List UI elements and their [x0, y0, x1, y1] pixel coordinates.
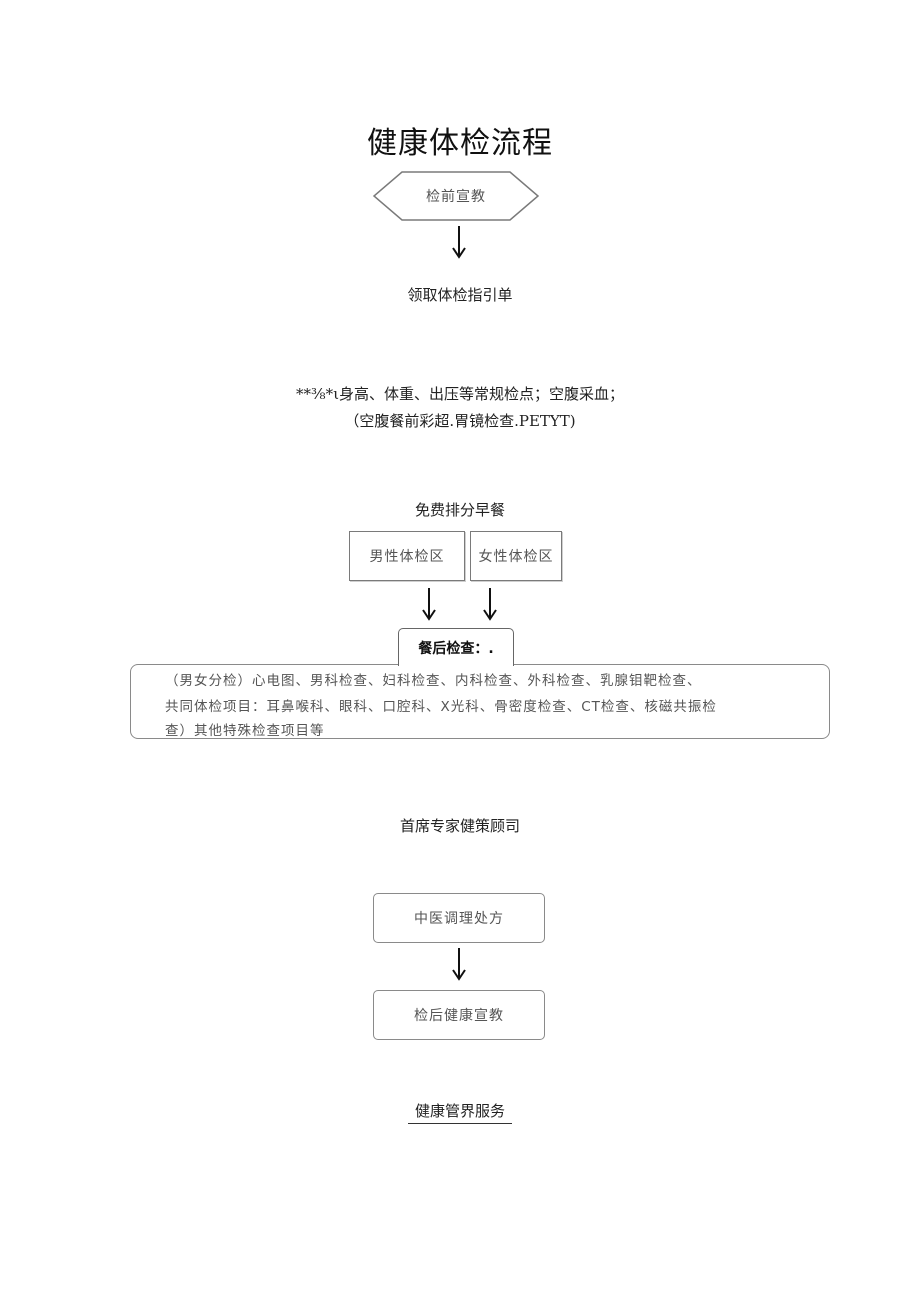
- page-title: 健康体检流程: [367, 126, 553, 161]
- arrow-down-icon: [452, 948, 466, 981]
- arrow-down-icon: [422, 588, 436, 621]
- arrow-down-icon: [483, 588, 497, 621]
- male-exam-area-box: 男性体检区: [349, 531, 465, 581]
- arrow-down-icon: [452, 226, 466, 259]
- tcm-prescription-box: 中医调理处方: [373, 893, 545, 943]
- step-get-guide-sheet: 领取体检指引单: [407, 286, 513, 304]
- after-meal-items-line-1: （男女分检）心电图、男科检查、妇科检查、内科检查、外科检查、乳腺钼靶检查、: [165, 673, 702, 689]
- step-pre-check-education: 检前宣教: [426, 189, 486, 205]
- after-meal-items-line-2: 共同体检项目：耳鼻喉科、眼科、口腔科、X光科、骨密度检查、CT检查、核磁共振检: [165, 699, 717, 715]
- hexagon-shape: [372, 171, 540, 221]
- post-check-education-box: 检后健康宣教: [373, 990, 545, 1040]
- after-meal-exam-tab: 餐后检查：.: [398, 628, 514, 666]
- female-exam-area-box: 女性体检区: [470, 531, 562, 581]
- after-meal-items-line-3: 查）其他特殊检查项目等: [165, 723, 325, 739]
- step-fasting-checks: （空腹餐前彩超.胃镜检查.PETYT): [344, 412, 576, 430]
- step-health-management: 健康管界服务: [408, 1100, 512, 1124]
- step-chief-consultant: 首席专家健策顾司: [399, 817, 520, 835]
- after-meal-exam-box: （男女分检）心电图、男科检查、妇科检查、内科检查、外科检查、乳腺钼靶检查、 共同…: [130, 664, 830, 739]
- step-free-breakfast: 免费排分早餐: [414, 501, 505, 519]
- step-routine-checks: **⅜*ι身高、体重、出压等常规检点；空腹采血；: [296, 385, 624, 403]
